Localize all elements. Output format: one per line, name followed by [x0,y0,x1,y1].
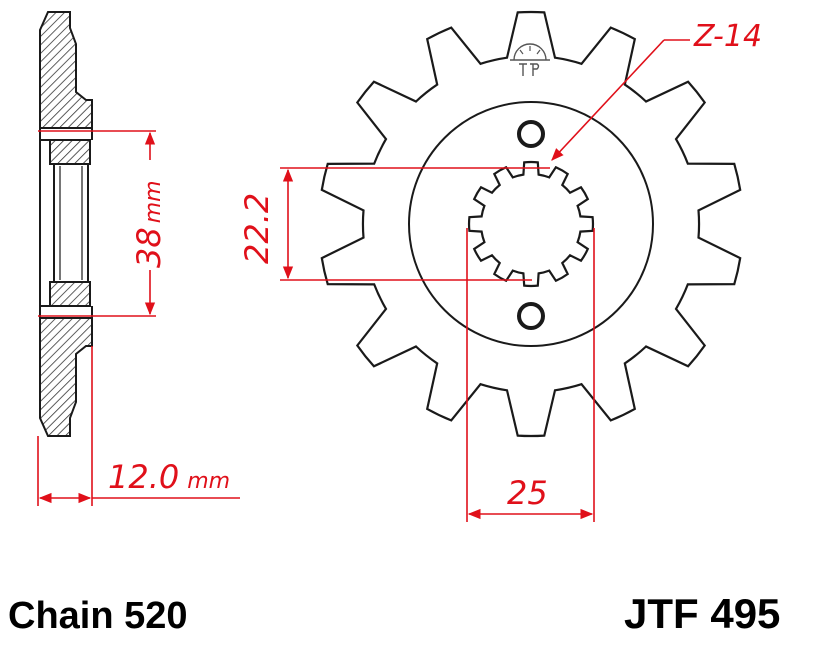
sprocket-side-view [39,11,93,437]
side-upper-tooth [39,11,93,129]
tooth-count-label: Z-14 [693,19,762,54]
side-hub-upper [49,139,91,165]
sprocket-front-view [320,10,742,438]
dimension-spline-diameter: 22.2 [238,167,550,281]
chain-label: Chain 520 [8,595,188,637]
side-lower-tooth [39,317,93,437]
jt-sprockets-logo-icon [510,43,550,76]
bore-spacing-label: 38mm [130,180,168,268]
bolt-hole-bottom [517,302,545,330]
dimension-bore-spacing: 38mm [38,130,168,317]
tooth-count-callout: Z-14 [551,19,762,161]
side-hub-lower [49,281,91,307]
dimension-spline-width: 25 [466,228,595,522]
bolt-hole-top [517,120,545,148]
part-number-label: JTF 495 [624,590,780,637]
spline-diameter-label: 22.2 [238,193,276,264]
side-bore [53,163,89,283]
spline-bore [467,160,595,288]
spline-width-label: 25 [507,474,548,512]
